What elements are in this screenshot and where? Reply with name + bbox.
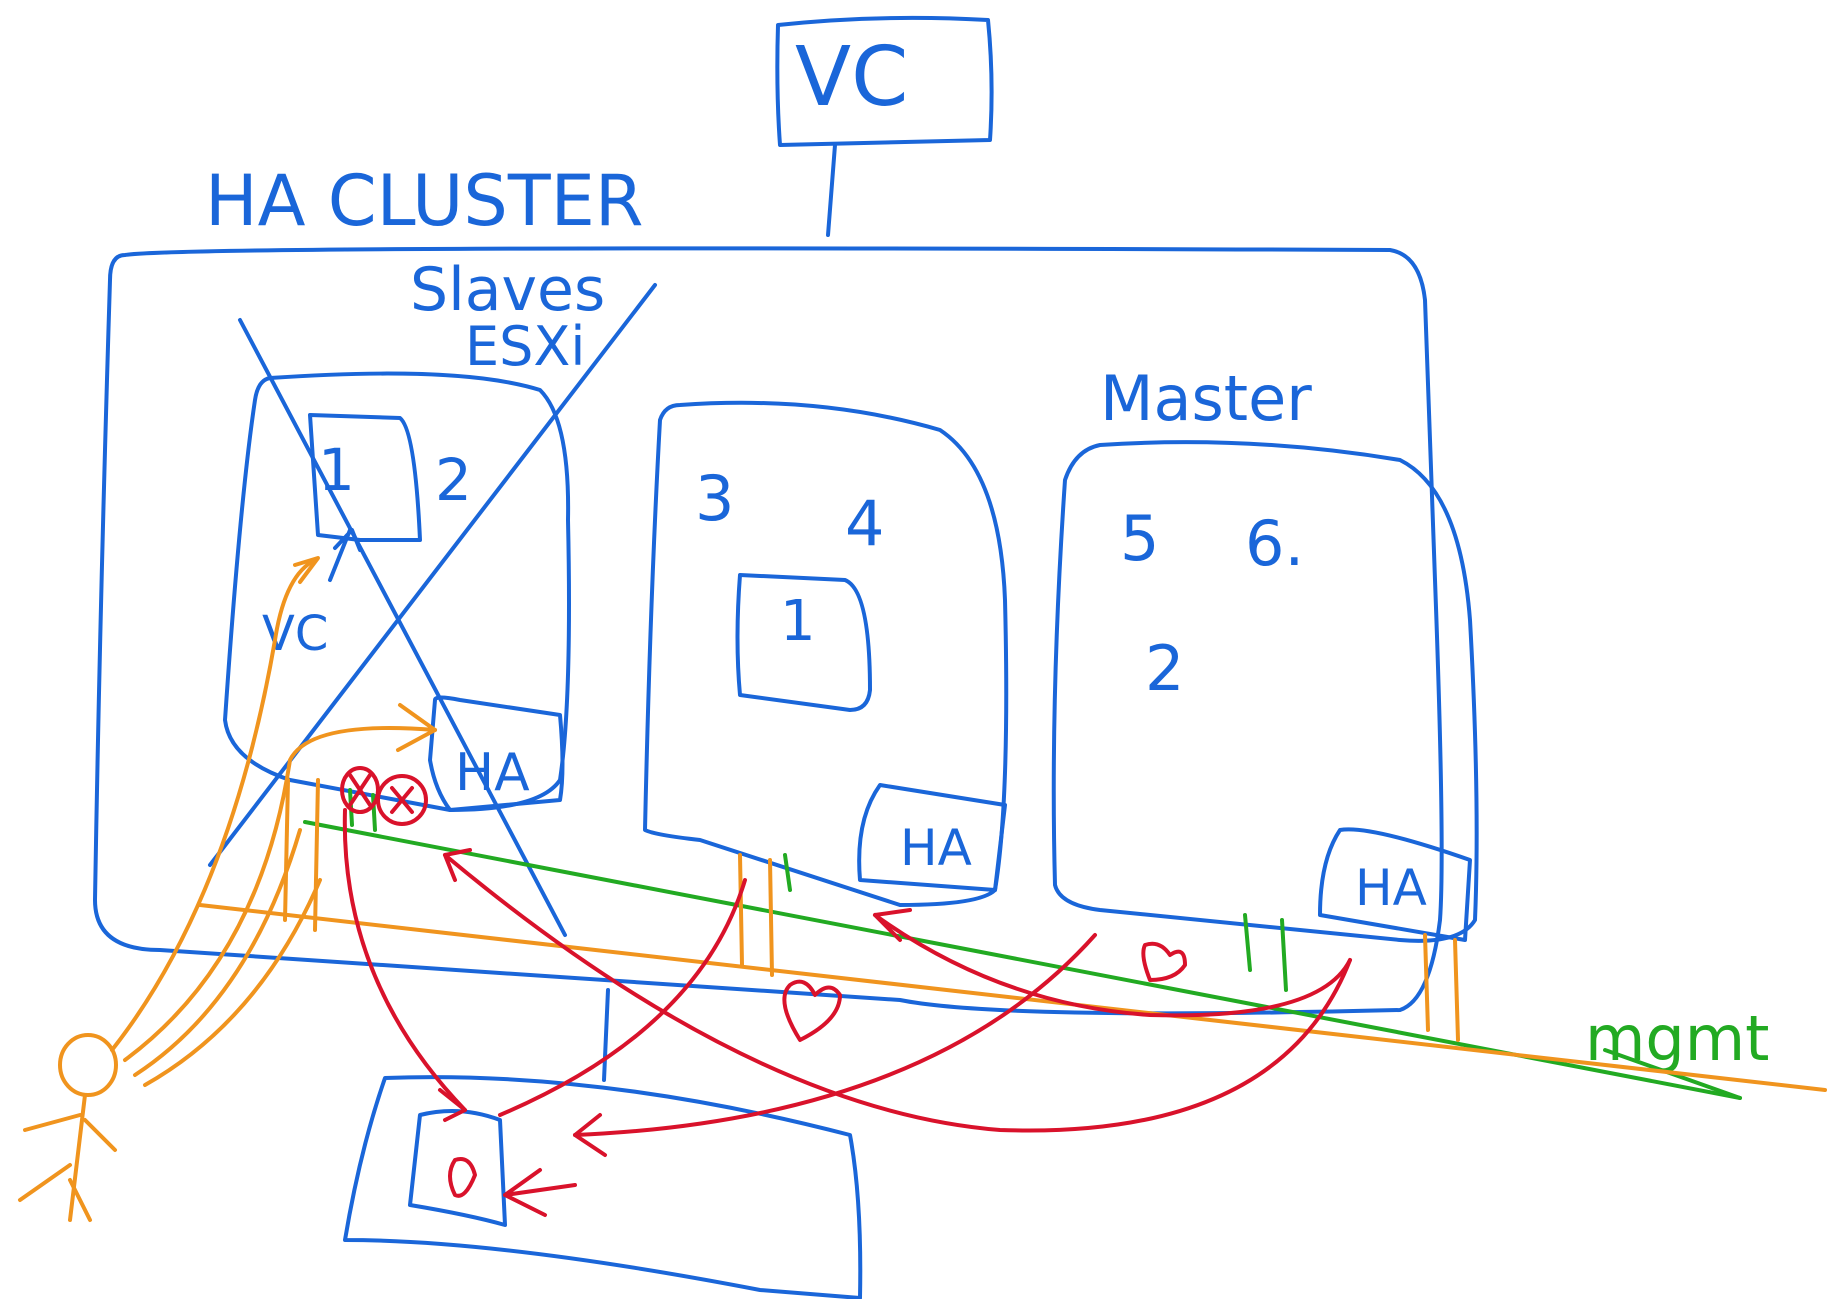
host-1: 1 2 HA VC	[210, 285, 655, 935]
host-2-vm-3: 3	[695, 462, 734, 535]
admin-head	[60, 1035, 116, 1095]
host-2-vm-4: 4	[845, 487, 884, 560]
heartbeat-arc-4	[445, 855, 1350, 1131]
storage-link	[604, 990, 608, 1080]
heartbeat-arc-5	[875, 915, 1350, 1015]
heartbeat-arc-3	[575, 935, 1095, 1135]
host-3-master: 5 6. 2 HA	[1054, 442, 1477, 941]
heartbeats	[342, 768, 1350, 1215]
shared-storage	[345, 990, 860, 1298]
heart-icon-2	[1143, 944, 1185, 980]
host-2: 3 4 1 HA	[645, 403, 1006, 905]
host-3-vm-6: 6.	[1245, 507, 1304, 580]
host-3-vm-2: 2	[1145, 632, 1184, 705]
vc-link	[828, 145, 835, 235]
heartbeat-file-icon	[450, 1159, 475, 1196]
host-1-vm-2: 2	[435, 446, 472, 514]
mgmt-network: mgmt	[305, 790, 1769, 1098]
datastore-icon	[410, 1111, 505, 1225]
vc-label: VC	[795, 30, 908, 125]
master-label: Master	[1100, 362, 1312, 435]
host-2-ha: HA	[900, 819, 972, 877]
orange-network-line	[200, 905, 1825, 1090]
cluster-label: HA CLUSTER	[205, 160, 643, 242]
esxi-label: ESXi	[465, 315, 585, 378]
heart-icon-1	[784, 982, 840, 1040]
host-3-vm-5: 5	[1120, 502, 1159, 575]
host-2-inner-vm: 1	[780, 589, 816, 654]
host-3-ha: HA	[1355, 859, 1427, 917]
host-1-vm-1: 1	[318, 436, 355, 504]
vc-server: VC	[777, 18, 991, 235]
